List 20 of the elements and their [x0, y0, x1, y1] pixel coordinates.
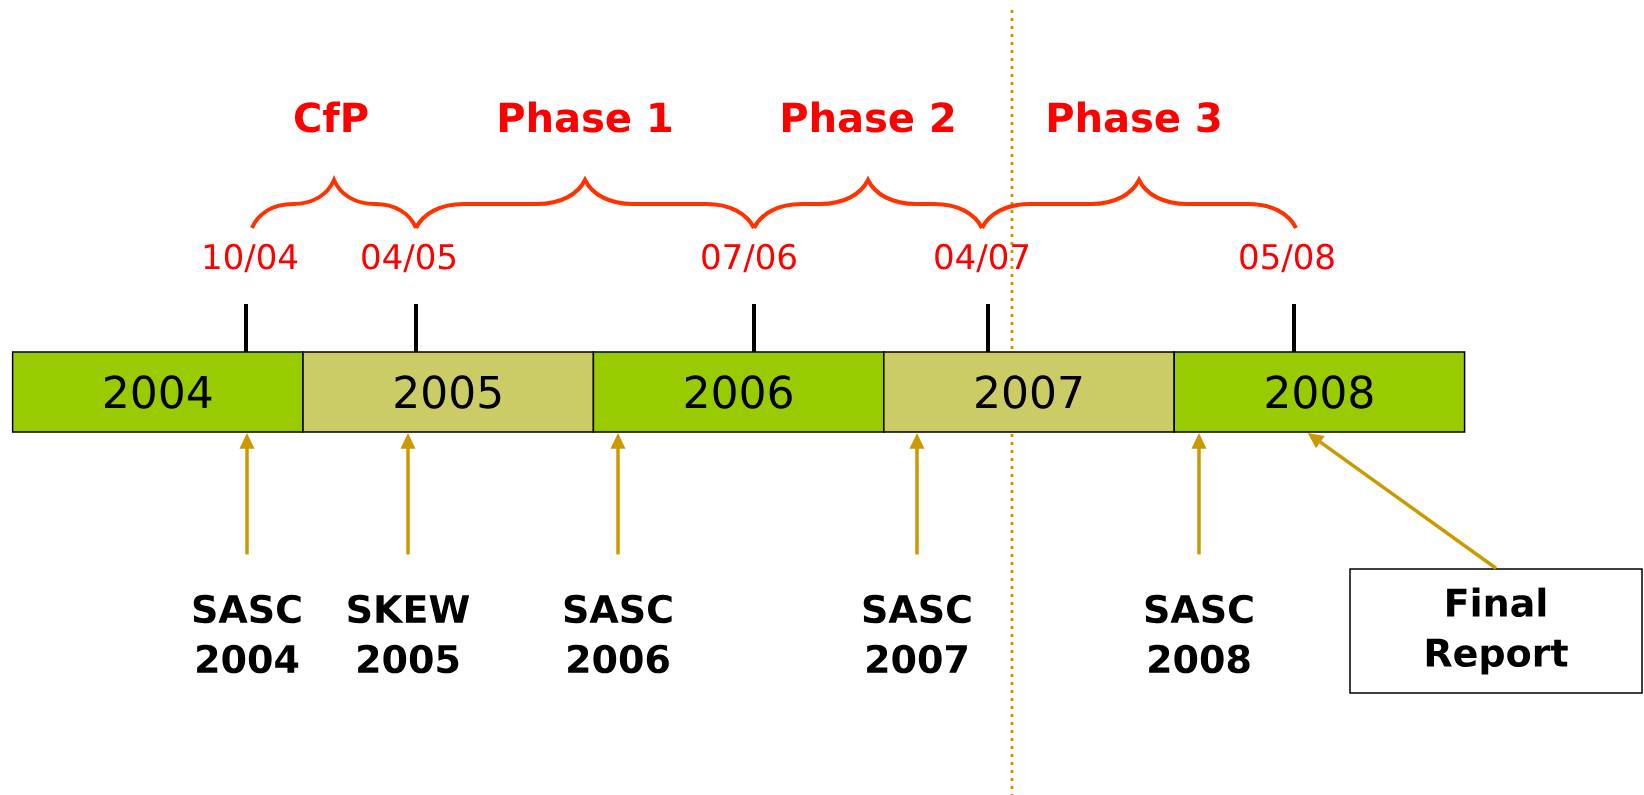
year-box: 2007 [883, 351, 1175, 433]
event-label: SKEW 2005 [348, 594, 470, 674]
event-label: SASC 2008 [1145, 594, 1253, 674]
year-box: 2008 [1173, 351, 1466, 433]
phase-label: Phase 1 [499, 101, 671, 133]
year-box: 2005 [302, 351, 595, 433]
date-label: 04/07 [935, 243, 1029, 273]
event-label: SASC 2007 [863, 594, 971, 674]
date-label: 04/05 [362, 243, 455, 273]
date-label: 05/08 [1240, 243, 1334, 273]
report-box: Final Report [1349, 568, 1643, 694]
phase-label: Phase 3 [1048, 101, 1220, 133]
year-box: 2004 [11, 351, 304, 433]
phase-label: Phase 2 [782, 101, 954, 133]
event-label: SASC 2006 [564, 594, 672, 674]
phase-label: CfP [294, 101, 368, 133]
year-box: 2006 [592, 351, 885, 433]
event-label: SASC 2004 [193, 594, 301, 674]
date-label: 10/04 [204, 243, 298, 273]
date-label: 07/06 [702, 243, 796, 273]
